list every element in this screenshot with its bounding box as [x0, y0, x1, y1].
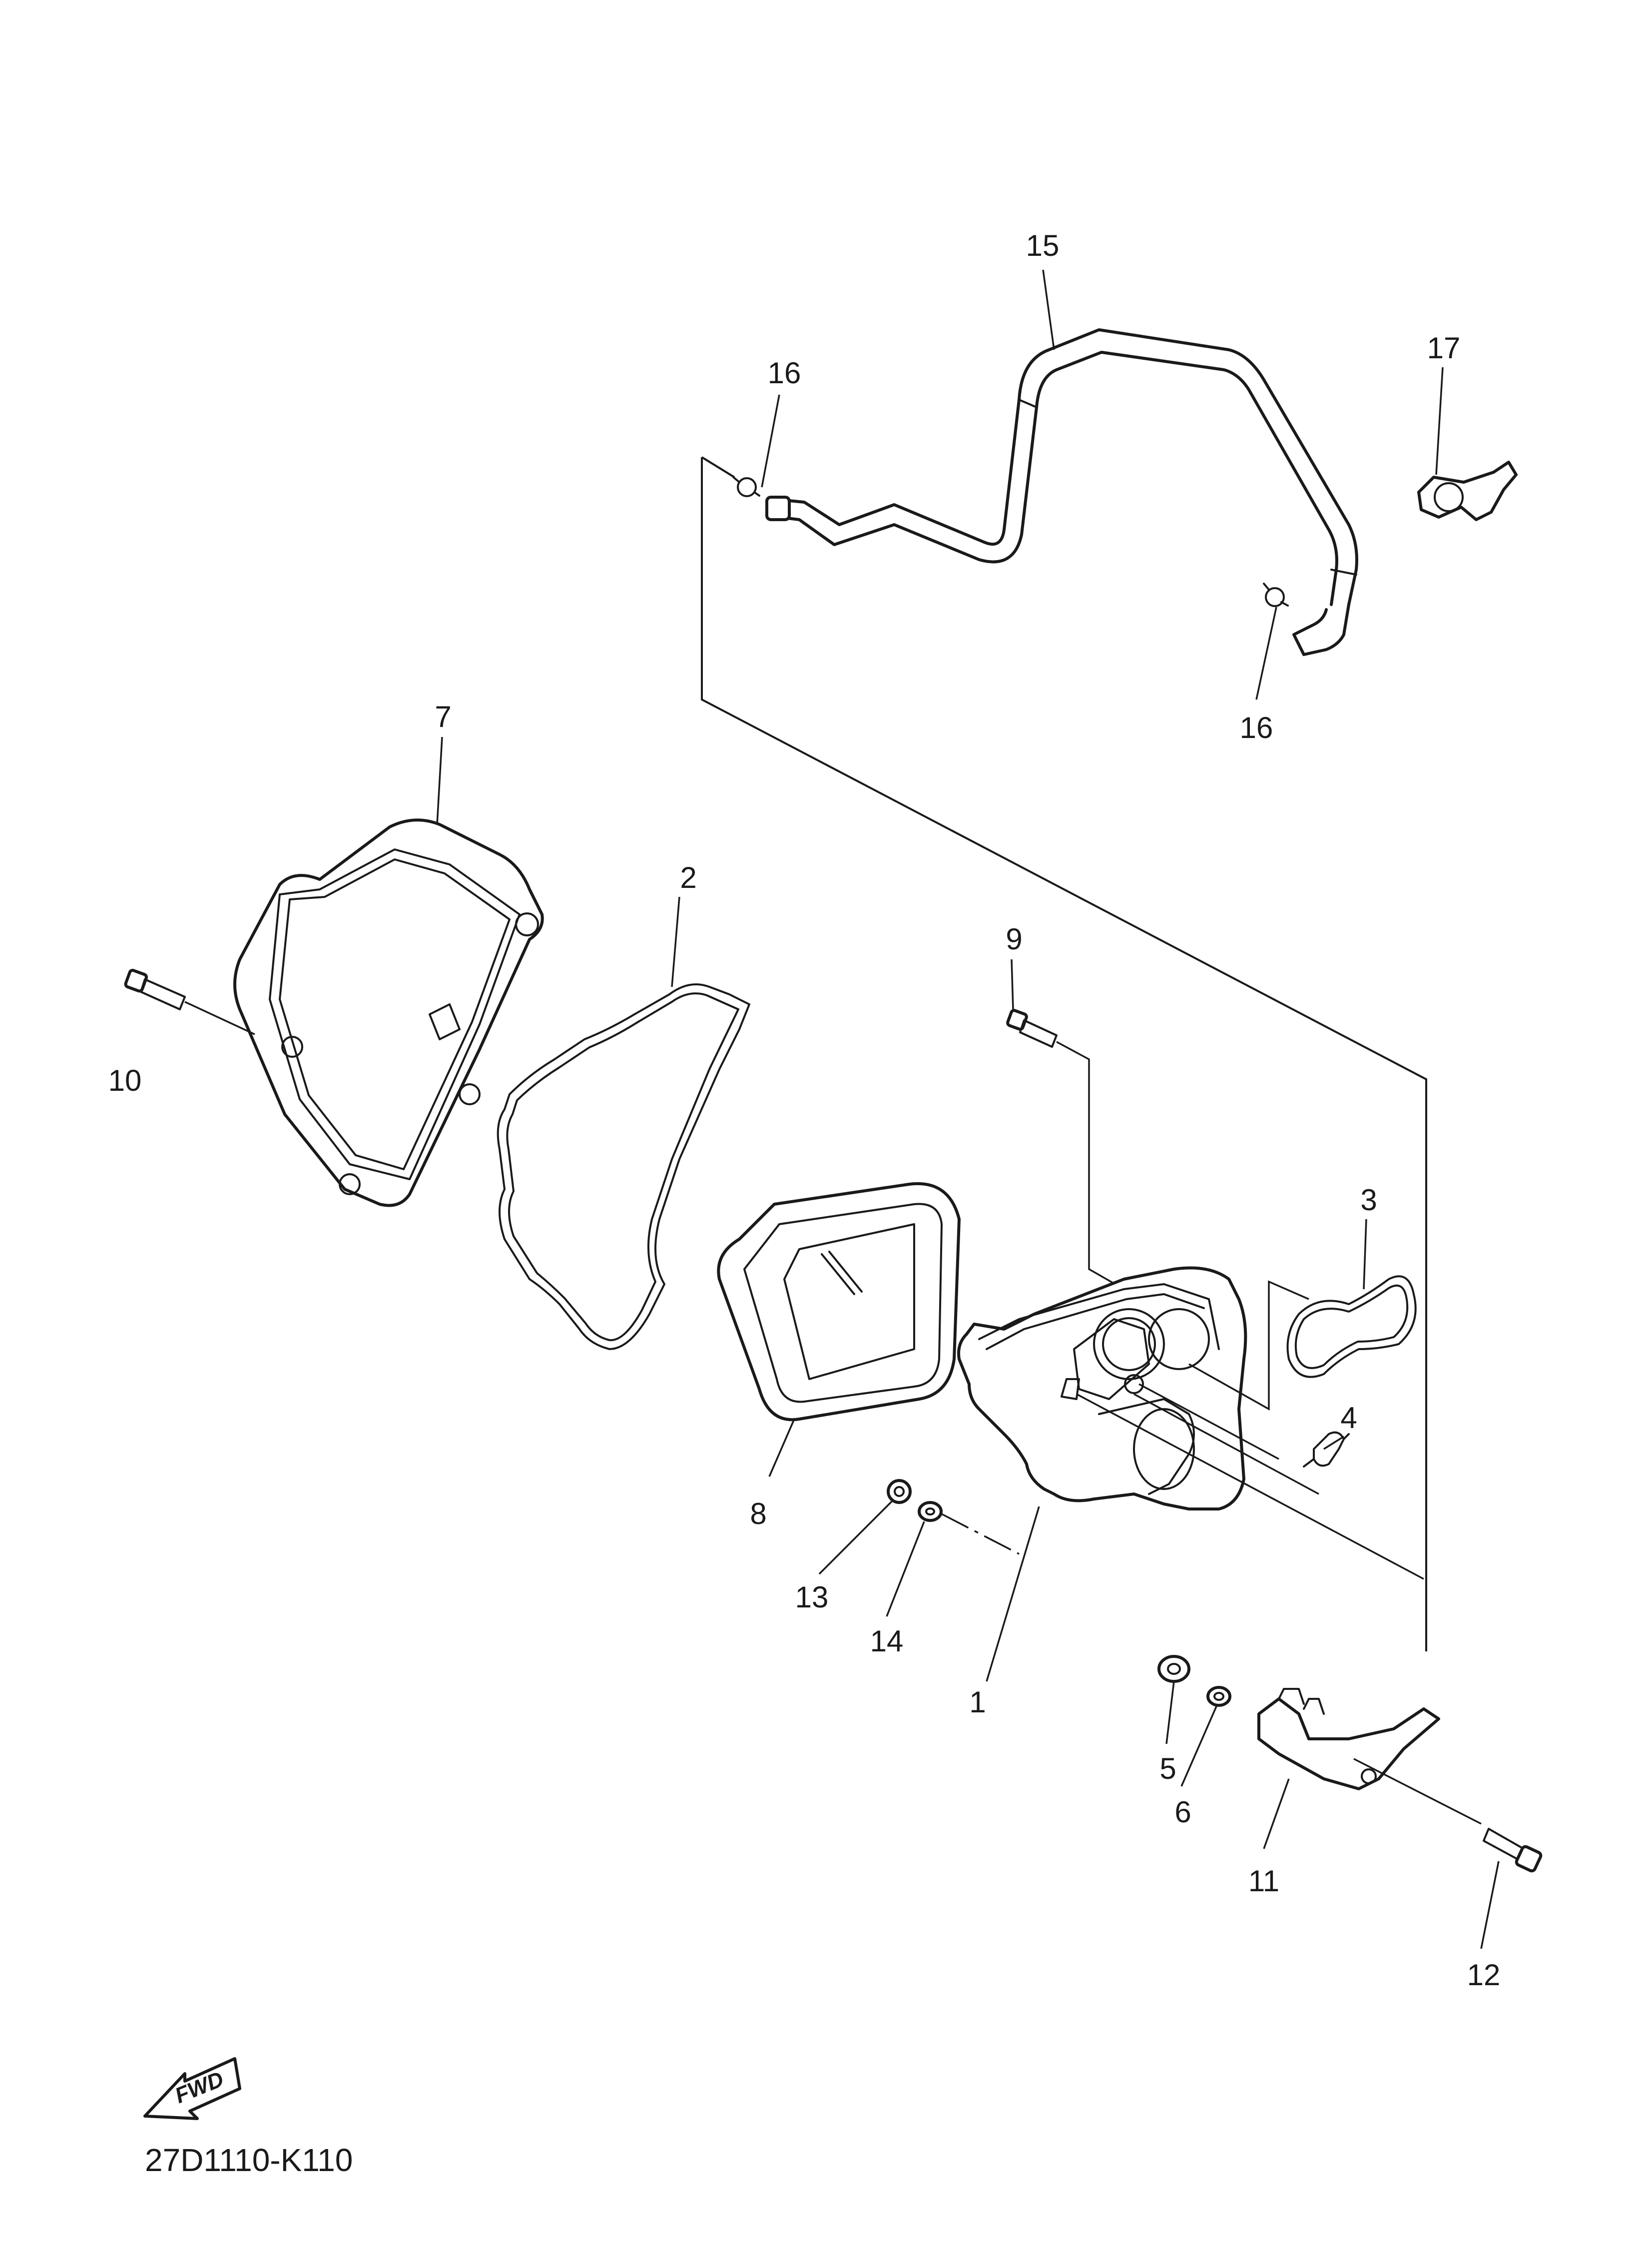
part-16-hose-clip-lower [1263, 583, 1289, 607]
callout-17: 17 [1427, 331, 1461, 365]
part-9-screw [1006, 1009, 1124, 1290]
callout-9: 9 [1006, 922, 1022, 956]
callout-leaders [436, 269, 1500, 1949]
callout-15: 15 [1026, 229, 1060, 262]
callout-3: 3 [1360, 1183, 1377, 1217]
part-2-gasket [497, 983, 750, 1350]
part-1-cleaner-case [957, 1266, 1424, 1580]
callout-5: 5 [1159, 1752, 1176, 1785]
callout-6: 6 [1174, 1795, 1191, 1829]
part-11-bracket [1257, 1688, 1482, 1825]
part-3-o-ring [1286, 1275, 1417, 1378]
reference-frame [701, 456, 1427, 1651]
callout-12: 12 [1467, 1958, 1501, 1992]
part-5-grommet [1157, 1655, 1190, 1683]
assembly-line-dashed [941, 1513, 1020, 1555]
drawing-code: 27D1110-K110 [145, 2142, 353, 2178]
callout-8: 8 [750, 1497, 766, 1530]
part-6-collar [1206, 1686, 1231, 1707]
part-4-clip [1303, 1431, 1350, 1468]
callout-16-upper: 16 [768, 356, 801, 390]
part-7-cleaner-cover [233, 818, 544, 1207]
callout-13: 13 [795, 1580, 829, 1614]
fwd-arrow-icon: FWD [143, 2057, 241, 2120]
callout-11: 11 [1248, 1864, 1279, 1898]
callout-7: 7 [435, 700, 451, 734]
part-15-breather-hose [765, 328, 1358, 656]
part-16-hose-clip [732, 476, 760, 497]
callout-4: 4 [1340, 1401, 1357, 1435]
part-12-bolt [1483, 1828, 1543, 1873]
callout-labels: 15 16 17 16 7 2 9 10 3 4 8 13 14 1 5 6 1… [108, 229, 1501, 1992]
part-17-clamp [1417, 461, 1518, 521]
part-8-filter-element [717, 1182, 961, 1422]
callout-1: 1 [969, 1685, 986, 1719]
part-14-washer [918, 1501, 943, 1522]
callout-16-lower: 16 [1240, 711, 1273, 745]
callout-2: 2 [680, 861, 696, 894]
callout-10: 10 [108, 1064, 142, 1097]
callout-14: 14 [870, 1624, 904, 1658]
part-10-screw [124, 968, 255, 1035]
part-13-nut [887, 1479, 912, 1504]
